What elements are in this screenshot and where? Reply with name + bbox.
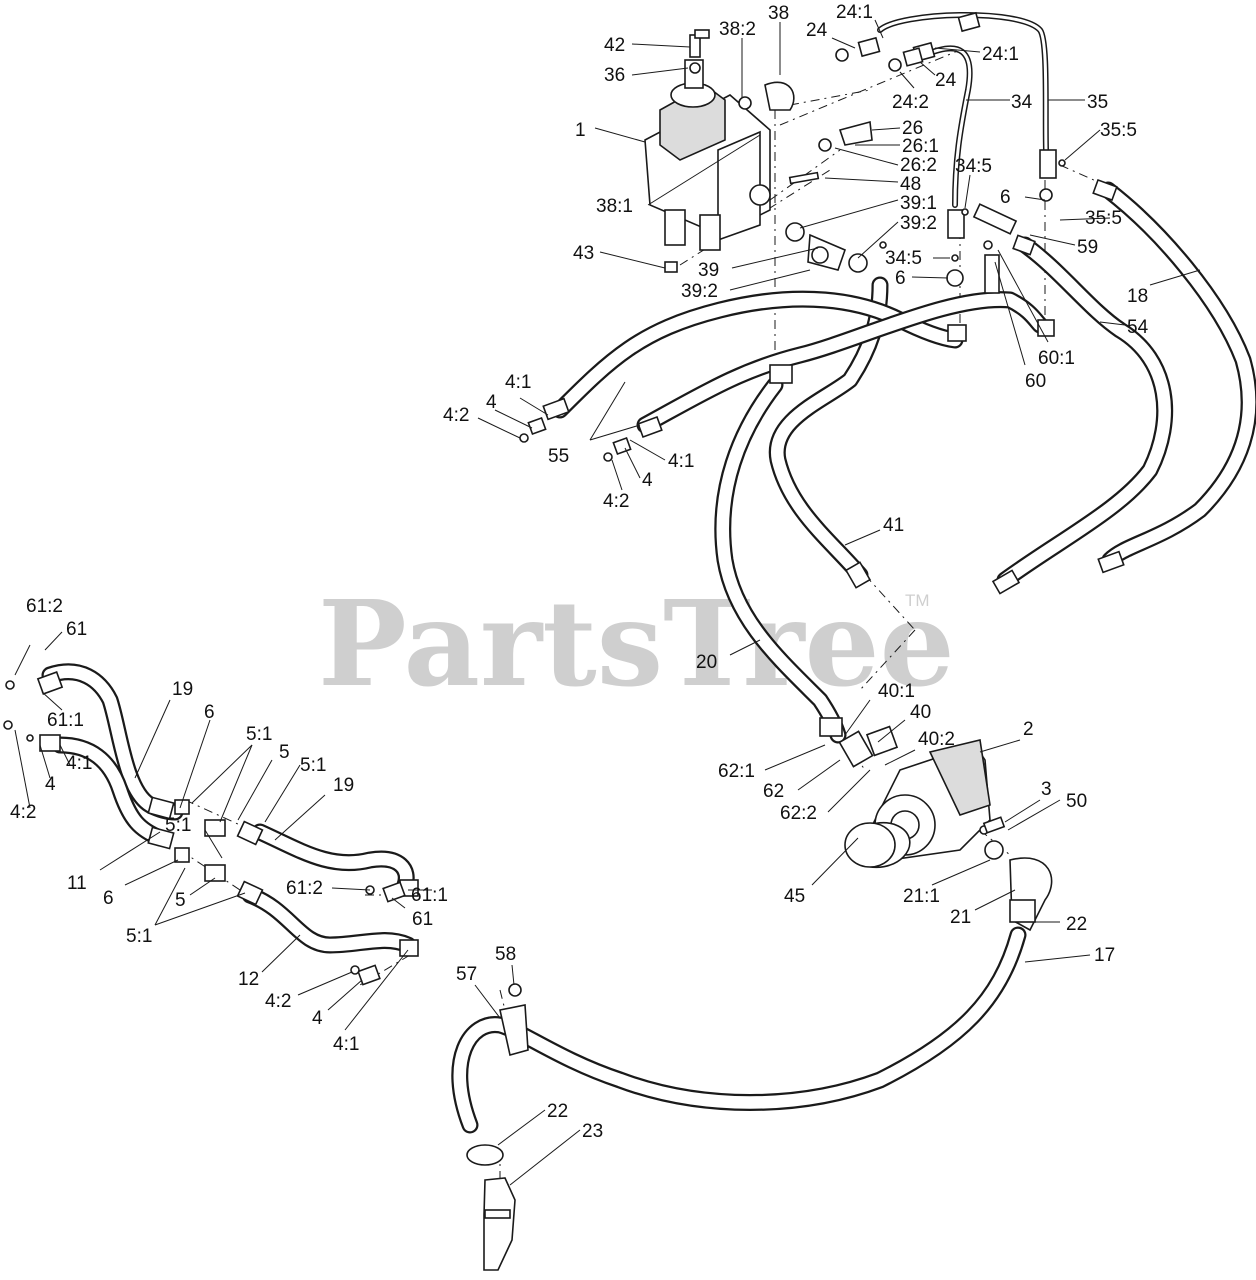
callout-62: 62: [763, 781, 784, 802]
watermark: PartsTree TM: [318, 574, 955, 713]
callout-26-2: 26:2: [900, 155, 937, 176]
callout-4-1-a: 4:1: [505, 372, 531, 393]
callout-60-1: 60:1: [1038, 348, 1075, 369]
callout-5-1-c: 5:1: [165, 815, 191, 836]
callout-21: 21: [950, 907, 971, 928]
callout-57: 57: [456, 964, 477, 985]
callout-34-5-a: 34:5: [955, 156, 992, 177]
callout-38-1: 38:1: [596, 196, 633, 217]
callout-4-c: 4: [45, 774, 56, 795]
callout-26-1: 26:1: [902, 136, 939, 157]
callout-59: 59: [1077, 237, 1098, 258]
callout-5-b: 5: [175, 890, 186, 911]
callout-4-1-d: 4:1: [333, 1034, 359, 1055]
callout-26: 26: [902, 118, 923, 139]
callout-35-5-a: 35:5: [1100, 120, 1137, 141]
callout-54: 54: [1127, 317, 1149, 338]
callout-5-1-b: 5:1: [300, 755, 326, 776]
callout-5-a: 5: [279, 742, 290, 763]
callout-19-a: 19: [172, 679, 193, 700]
leader-lines: [14, 19, 1201, 1186]
callout-35: 35: [1087, 92, 1108, 113]
steel-tubes: [877, 12, 1049, 208]
callout-21-1: 21:1: [903, 886, 940, 907]
callout-61-1-b: 61:1: [411, 885, 448, 906]
callout-4-1-c: 4:1: [66, 753, 92, 774]
callout-18: 18: [1127, 286, 1148, 307]
callout-4-2-d: 4:2: [265, 991, 291, 1012]
control-valve: [644, 34, 873, 271]
callout-17: 17: [1094, 945, 1115, 966]
callout-38-2: 38:2: [719, 19, 756, 40]
callout-39-1: 39:1: [900, 193, 937, 214]
callout-61-2-b: 61:2: [286, 878, 323, 899]
callout-4-d: 4: [312, 1008, 323, 1029]
callout-40: 40: [910, 702, 931, 723]
callout-34-5-b: 34:5: [885, 248, 922, 269]
callout-4-1-b: 4:1: [668, 451, 694, 472]
callout-40-1: 40:1: [878, 681, 915, 702]
callout-62-2: 62:2: [780, 803, 817, 824]
callout-6-a: 6: [1000, 187, 1011, 208]
callout-48: 48: [900, 174, 921, 195]
callout-24-1-a: 24:1: [836, 2, 873, 23]
callout-39: 39: [698, 260, 719, 281]
callout-39-2-b: 39:2: [681, 281, 718, 302]
callout-3: 3: [1041, 779, 1052, 800]
callout-6-d: 6: [103, 888, 114, 909]
callout-24-1-b: 24:1: [982, 44, 1019, 65]
callout-60: 60: [1025, 371, 1046, 392]
callout-6-b: 6: [895, 268, 906, 289]
callout-24-2: 24:2: [892, 92, 929, 113]
callout-22-b: 22: [547, 1101, 568, 1122]
trademark-mark: TM: [905, 591, 930, 610]
callout-1: 1: [575, 120, 586, 141]
callout-23: 23: [582, 1121, 603, 1142]
callout-4-2-b: 4:2: [603, 491, 629, 512]
callout-61-a: 61: [66, 619, 87, 640]
callout-5-1-d: 5:1: [126, 926, 152, 947]
callout-12: 12: [238, 969, 259, 990]
callout-4-a: 4: [486, 392, 497, 413]
callout-19-b: 19: [333, 775, 354, 796]
callout-41: 41: [883, 515, 904, 536]
callout-34: 34: [1011, 92, 1033, 113]
callout-24-b: 24: [935, 70, 957, 91]
callout-11: 11: [67, 873, 87, 894]
callout-24-a: 24: [806, 20, 828, 41]
callout-5-1-a: 5:1: [246, 724, 272, 745]
callout-22-a: 22: [1066, 914, 1087, 935]
callout-20: 20: [696, 652, 717, 673]
callout-43: 43: [573, 243, 594, 264]
callout-42: 42: [604, 35, 625, 56]
callout-4-2-a: 4:2: [443, 405, 469, 426]
suction-fittings: [466, 857, 1053, 1271]
callout-55: 55: [548, 446, 569, 467]
callout-4-b: 4: [642, 470, 653, 491]
callout-62-1: 62:1: [718, 761, 755, 782]
callout-4-2-c: 4:2: [10, 802, 36, 823]
callout-36: 36: [604, 65, 625, 86]
callout-35-5-b: 35:5: [1085, 208, 1122, 229]
watermark-text: PartsTree: [318, 574, 955, 713]
callout-50: 50: [1066, 791, 1087, 812]
hose-18: [1099, 181, 1256, 569]
callout-61-b: 61: [412, 909, 433, 930]
callout-61-2-a: 61:2: [26, 596, 63, 617]
callout-38: 38: [768, 3, 789, 24]
callout-40-2: 40:2: [918, 729, 955, 750]
callout-6-c: 6: [204, 702, 215, 723]
callout-39-2-a: 39:2: [900, 213, 937, 234]
callout-2: 2: [1023, 719, 1034, 740]
hoses: [41, 181, 1256, 1134]
callout-labels: 42 36 38:2 38 24 24:1 24:1 24 24:2 34 35…: [10, 2, 1149, 1142]
callout-45: 45: [784, 886, 805, 907]
callout-58: 58: [495, 944, 516, 965]
callout-61-1-a: 61:1: [47, 710, 84, 731]
fittings: [3, 11, 1125, 997]
